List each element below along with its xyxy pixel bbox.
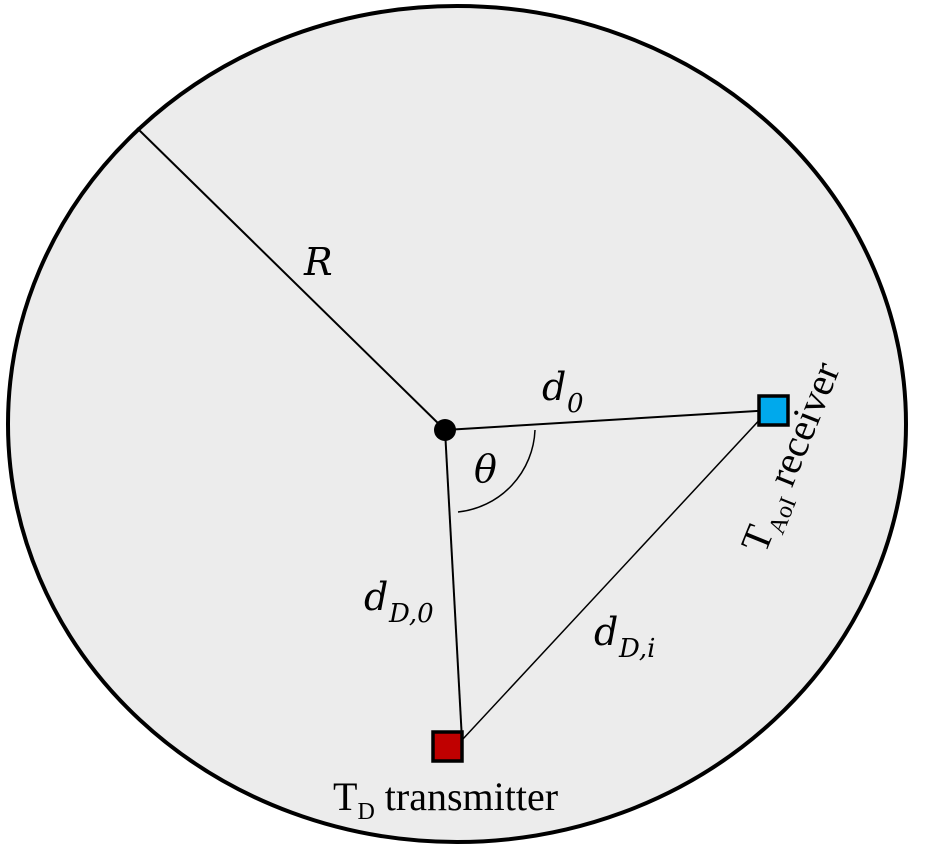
dDi-label: d D,i [594, 610, 656, 664]
transmitter-node [431, 730, 464, 763]
svg-text:d: d [364, 575, 388, 619]
dDi-line [461, 413, 766, 741]
dD0-label: d D,0 [364, 575, 434, 629]
dD0-line [444, 429, 463, 741]
svg-text:D,i: D,i [618, 634, 656, 664]
coverage-disk [6, 4, 908, 844]
theta-arc [457, 429, 536, 513]
theta-label: θ [474, 447, 497, 491]
svg-text:D,0: D,0 [388, 599, 434, 629]
d0-label: d 0 [542, 365, 584, 419]
d0-line [444, 409, 774, 431]
center-point [434, 419, 456, 441]
svg-text:d: d [542, 365, 566, 409]
svg-text:d: d [594, 610, 618, 654]
svg-text:TD transmitter: TD transmitter [333, 774, 558, 825]
receiver-node [757, 394, 790, 427]
svg-text:0: 0 [567, 389, 584, 419]
transmitter-label: TD transmitter [333, 774, 558, 825]
radius-label: R [303, 240, 333, 284]
radius-line [136, 127, 446, 431]
